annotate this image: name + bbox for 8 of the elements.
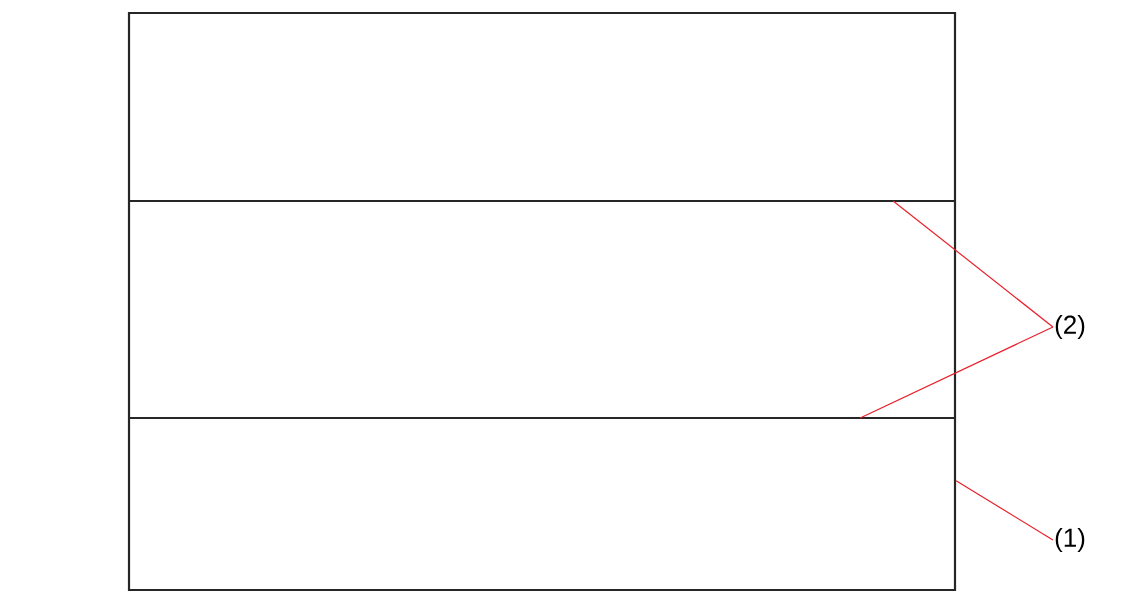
leader-line (955, 480, 1054, 541)
leader-line (859, 326, 1054, 419)
divider-line (128, 416, 956, 420)
divider-line (128, 199, 956, 203)
frame-box (127, 11, 957, 592)
callout-number: (1) (1055, 527, 1085, 553)
leader-line (892, 200, 1054, 328)
callout-number: (2) (1055, 314, 1085, 340)
